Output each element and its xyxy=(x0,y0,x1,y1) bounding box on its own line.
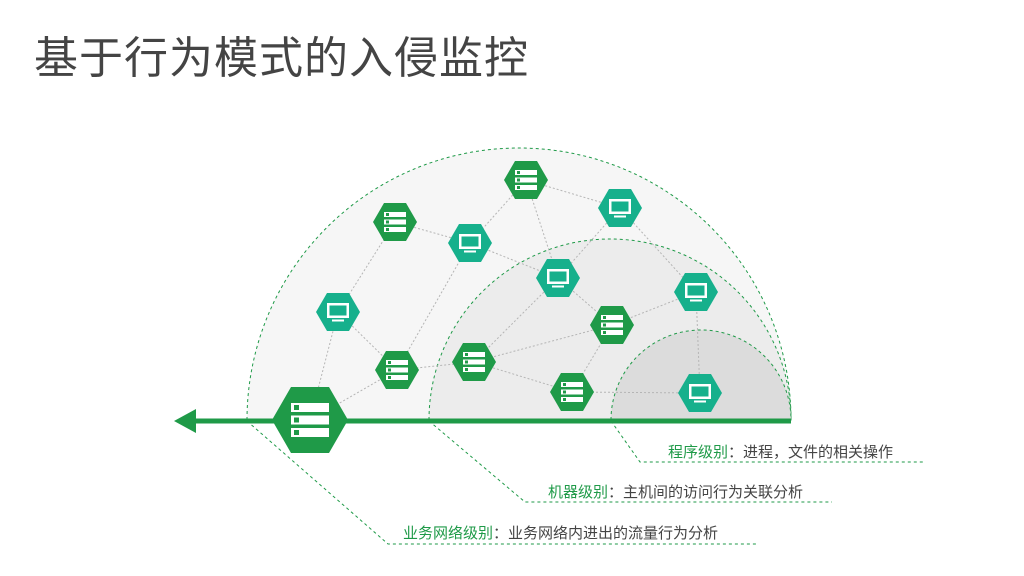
level-name: 机器级别 xyxy=(548,483,609,501)
monitor-node xyxy=(448,224,492,262)
level-description: 业务网络内进出的流量行为分析 xyxy=(508,524,719,542)
server-node xyxy=(590,306,634,344)
leader-lines xyxy=(246,420,924,545)
page-title: 基于行为模式的入侵监控 xyxy=(34,33,529,84)
monitor-node xyxy=(316,293,360,331)
server-node xyxy=(373,203,417,241)
arrow-head-icon xyxy=(174,409,196,433)
level-name: 业务网络级别 xyxy=(403,524,494,542)
level-name: 程序级别 xyxy=(668,443,729,461)
monitor-node xyxy=(674,273,718,311)
main-server-node xyxy=(272,387,348,453)
monitor-node xyxy=(598,189,642,227)
level-separator: ： xyxy=(728,443,744,461)
level-description: 主机间的访问行为关联分析 xyxy=(623,483,804,501)
level-separator: ： xyxy=(608,483,624,501)
server-node xyxy=(550,373,594,411)
program-level-label: 程序级别：进程，文件的相关操作 xyxy=(668,441,893,462)
server-node xyxy=(452,343,496,381)
business-network-level-label: 业务网络级别：业务网络内进出的流量行为分析 xyxy=(403,522,718,543)
level-description: 进程，文件的相关操作 xyxy=(743,443,894,461)
monitor-node xyxy=(536,259,580,297)
level-separator: ： xyxy=(493,524,509,542)
server-node xyxy=(375,351,419,389)
server-node xyxy=(504,161,548,199)
machine-level-label: 机器级别：主机间的访问行为关联分析 xyxy=(548,481,803,502)
monitor-node xyxy=(678,374,722,412)
